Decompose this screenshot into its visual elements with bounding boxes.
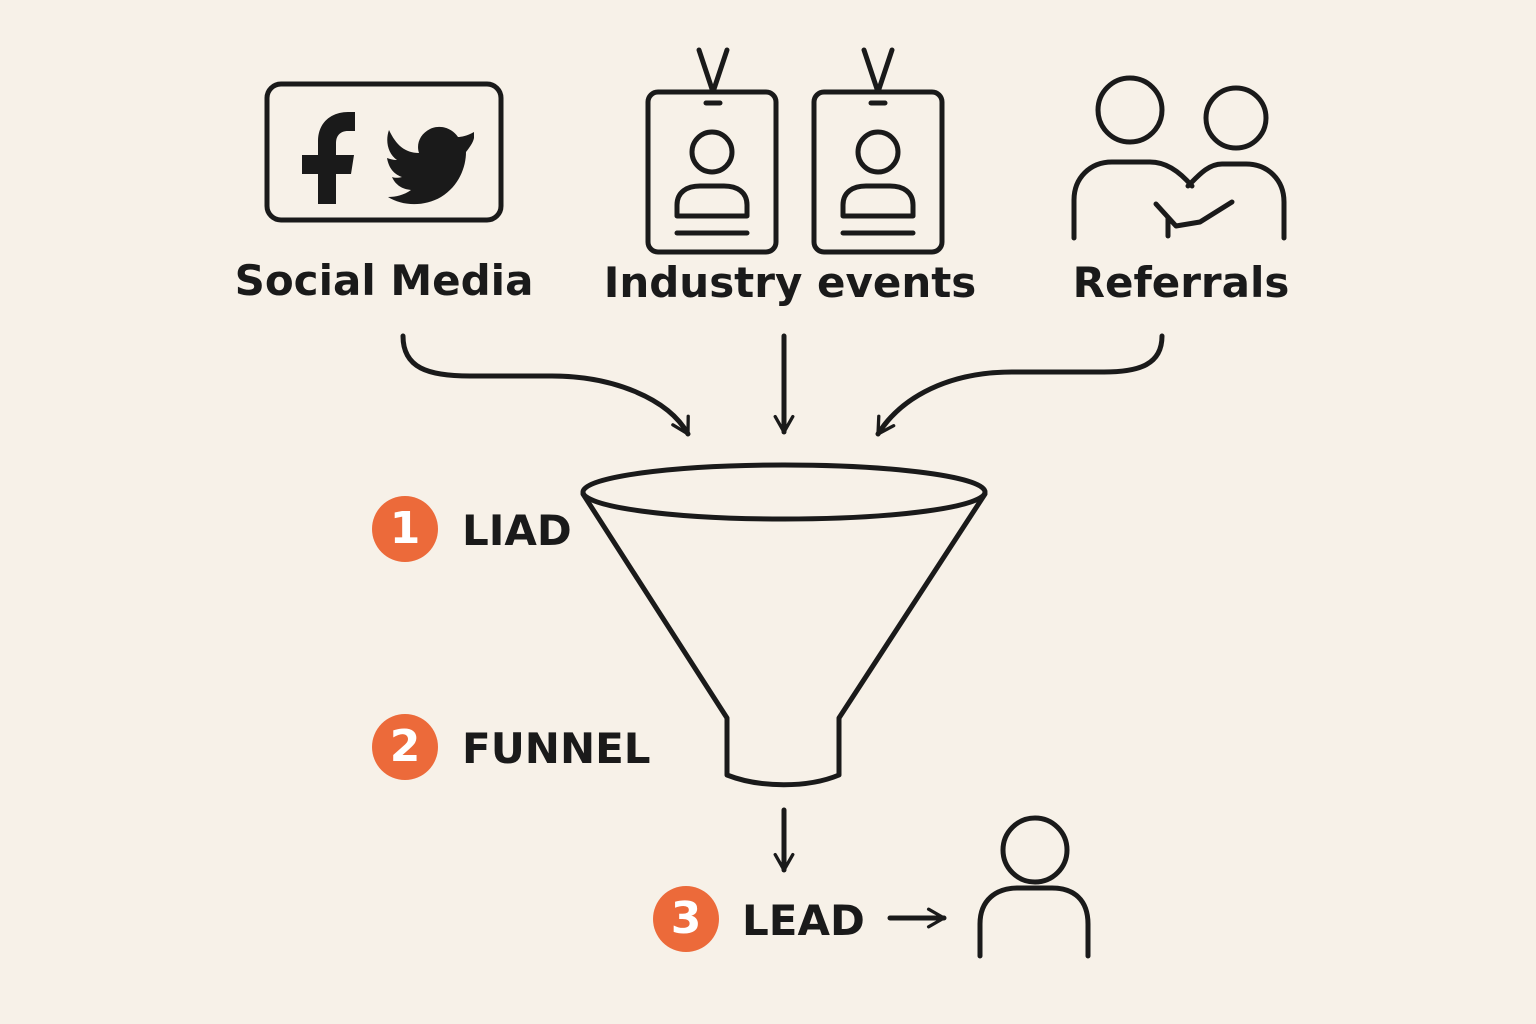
twitter-bird-icon [387,126,474,205]
social-media-icon [264,81,504,223]
stage-1-number: 1 [389,503,421,554]
event-badges-icon [645,47,945,255]
stage-2-label: FUNNEL [462,724,651,773]
arrow-referrals-to-funnel [875,333,1165,437]
stage-3-badge: 3 [653,886,719,952]
handshake-people-icon [1071,75,1287,241]
arrow-social-to-funnel [400,333,691,437]
source-label-referrals: Referrals [1072,258,1290,307]
stage-3-label: LEAD [742,896,865,945]
stage-3-number: 3 [670,893,702,944]
funnel-icon [580,462,988,788]
stage-2-number: 2 [389,721,421,772]
stage-2-badge: 2 [372,714,438,780]
id-badge-icon [811,47,945,255]
facebook-icon [302,112,355,204]
person-icon [977,815,1091,959]
stage-1-label: LIAD [462,506,572,555]
source-label-social-media: Social Media [234,256,534,305]
id-badge-icon [645,47,779,255]
source-label-industry-events: Industry events [603,258,977,307]
stage-1-badge: 1 [372,496,438,562]
